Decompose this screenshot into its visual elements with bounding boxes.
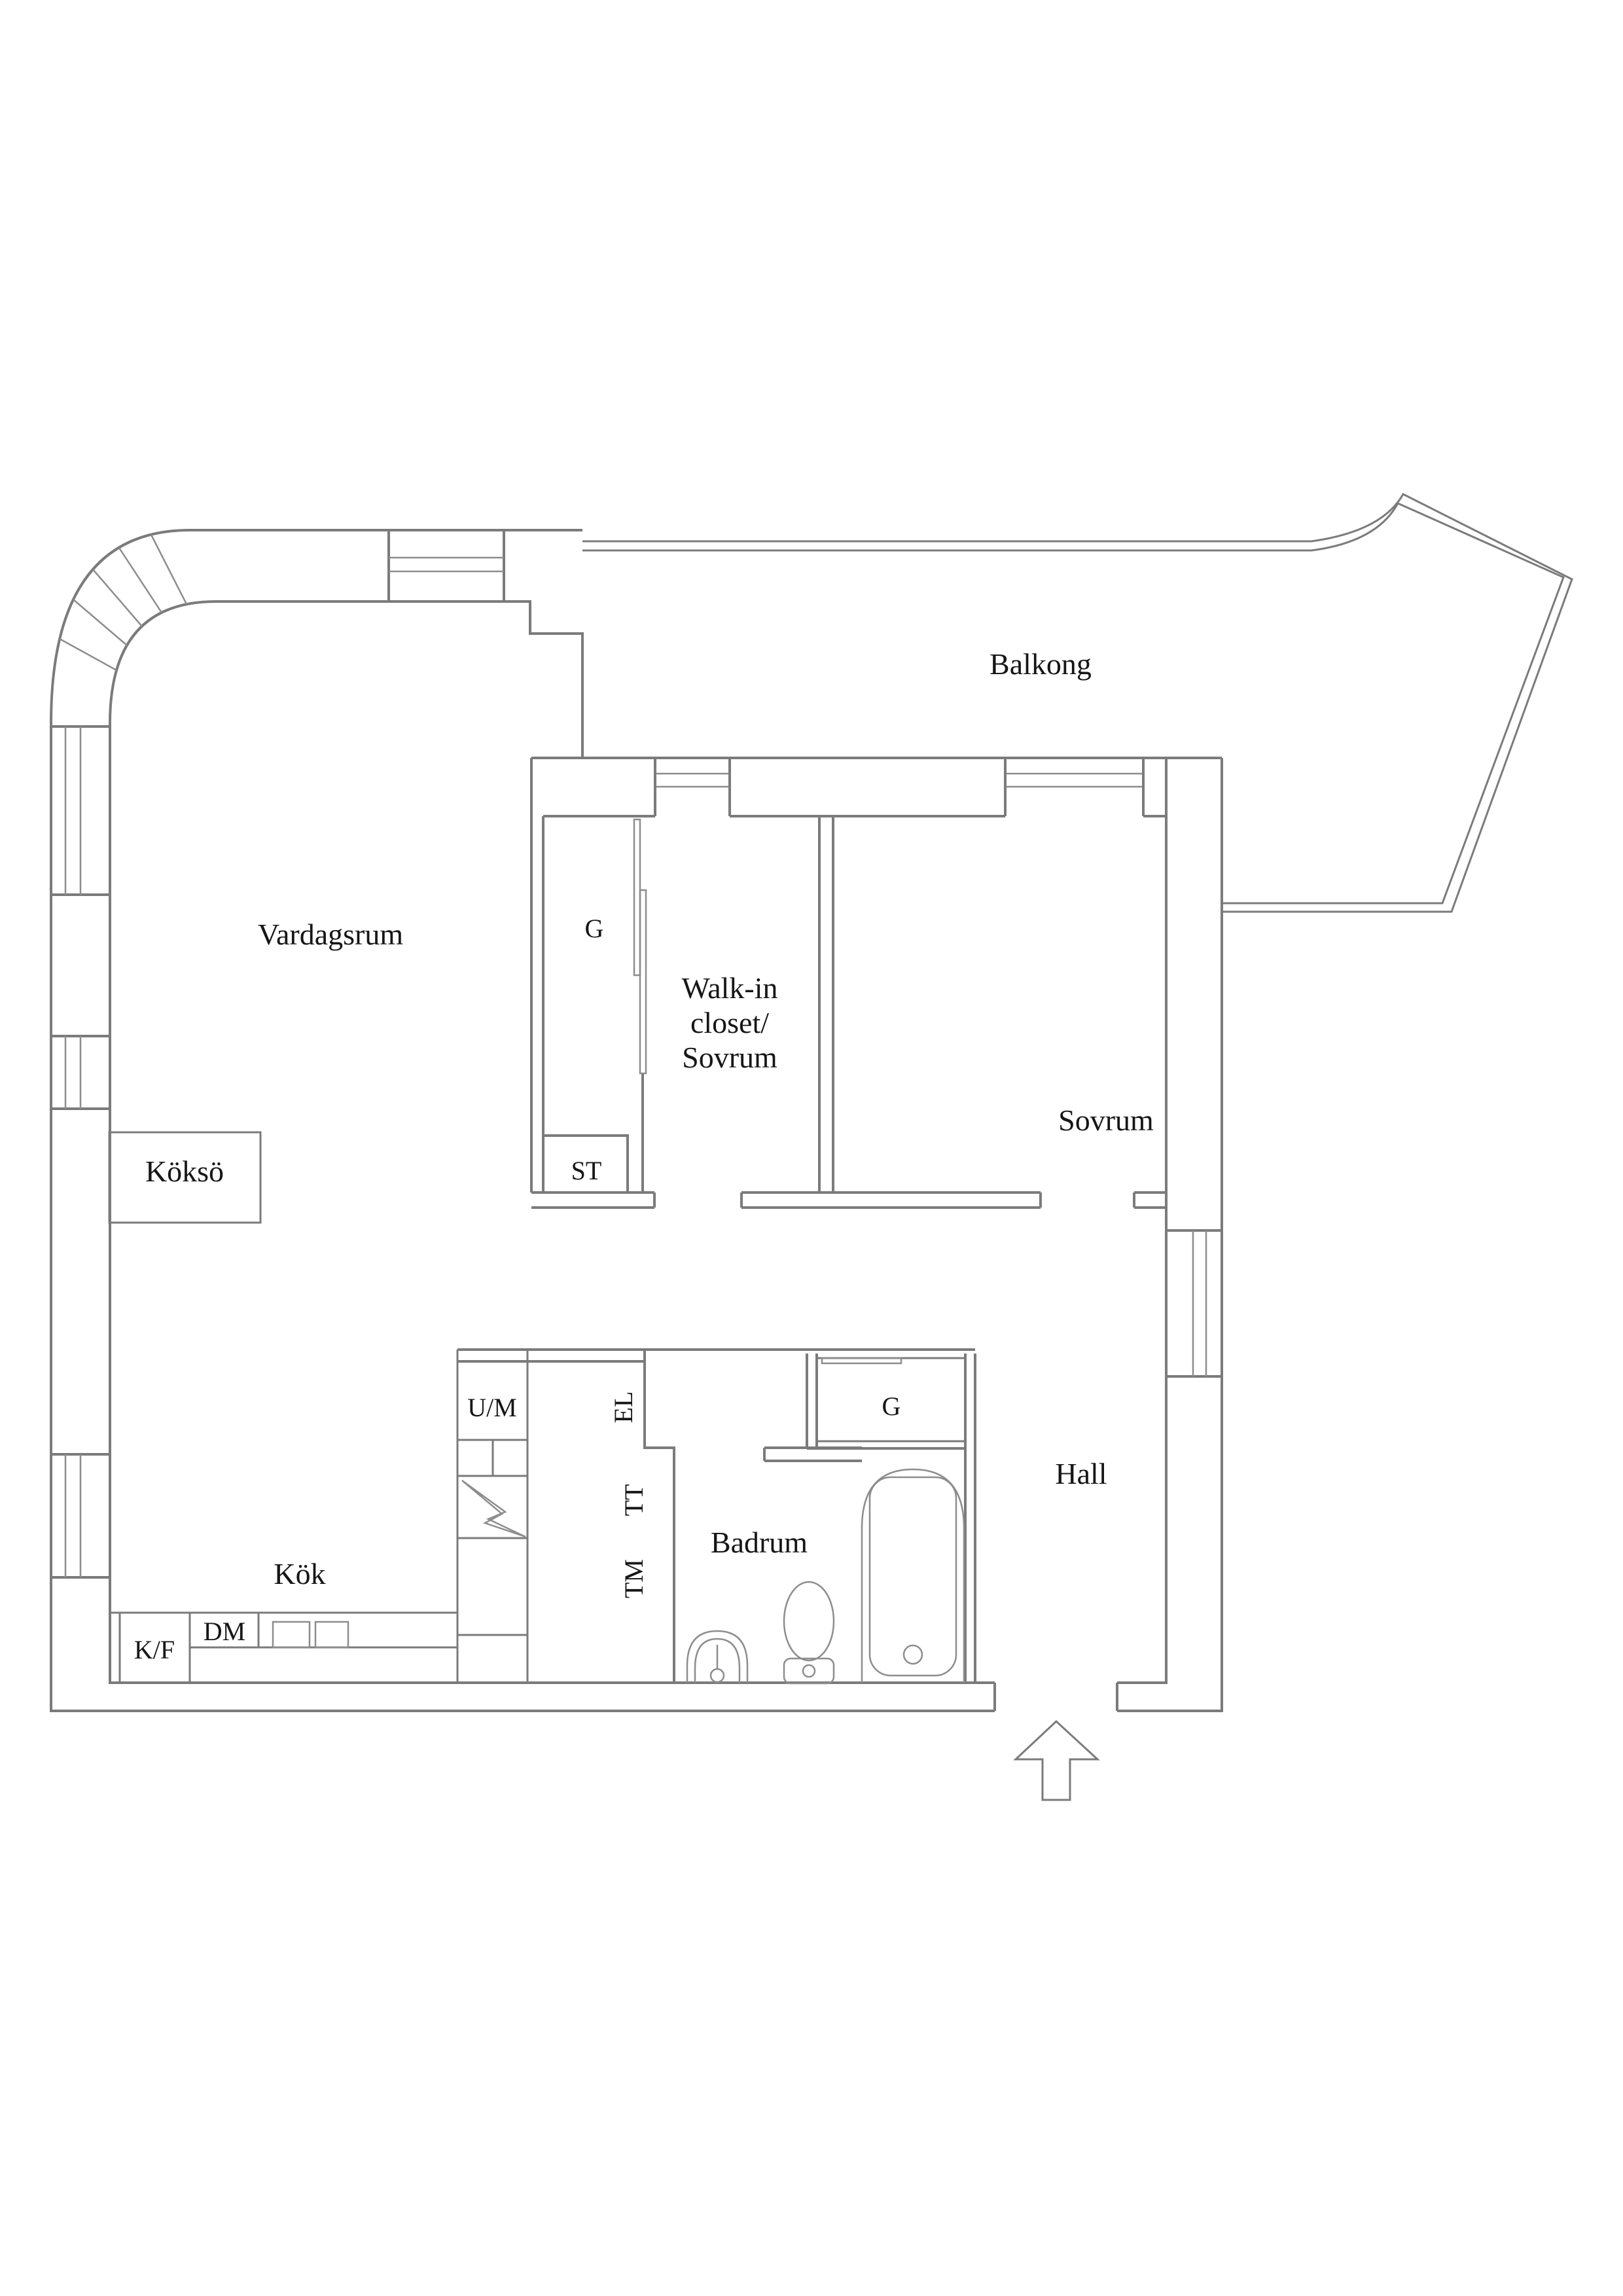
room-label-kok: Kök xyxy=(274,1557,325,1590)
room-label-vardagsrum: Vardagsrum xyxy=(258,918,403,951)
washbasin-drain-icon xyxy=(709,1668,725,1683)
bathtub-outer xyxy=(861,1468,965,1683)
label-wardrobe-badrum: G xyxy=(882,1391,901,1421)
washbasin-outer xyxy=(686,1630,749,1683)
inner-wall-outline xyxy=(109,600,1168,1684)
window-glass-lines xyxy=(64,556,1207,1577)
label-electrical-cabinet: EL xyxy=(609,1391,638,1424)
label-washer-tm: TM xyxy=(619,1559,649,1598)
wardrobe-badrum-door xyxy=(821,1357,902,1365)
window-glazing xyxy=(59,534,1207,1577)
room-label-kokso: Köksö xyxy=(145,1155,224,1188)
room-dividing-walls xyxy=(457,757,1222,1683)
kitchen-counters xyxy=(108,1131,529,1683)
curved-window-hatch xyxy=(59,534,188,672)
outer-wall-outline xyxy=(50,529,1223,1712)
room-labels: Balkong Vardagsrum Walk-in closet/ Sovru… xyxy=(145,647,1154,1590)
label-oven-microwave: U/M xyxy=(467,1393,517,1422)
room-label-hall: Hall xyxy=(1055,1457,1107,1490)
bathtub-inner xyxy=(868,1476,957,1677)
toilet-button xyxy=(802,1664,816,1678)
label-wardrobe-walkin: G xyxy=(585,914,604,943)
room-label-walkin-3: Sovrum xyxy=(682,1041,777,1074)
closet-elements xyxy=(633,818,967,1443)
label-fridge-freezer: K/F xyxy=(134,1635,175,1664)
washbasin-inner xyxy=(694,1638,741,1683)
label-dryer-tt: TT xyxy=(619,1484,649,1516)
balcony-railing xyxy=(582,493,1573,913)
bathroom-fixtures xyxy=(686,1468,965,1685)
kitchen-island-box xyxy=(108,1131,262,1224)
room-label-walkin-1: Walk-in xyxy=(681,971,777,1005)
bathtub-drain-icon xyxy=(902,1644,923,1665)
exterior-walls xyxy=(50,529,1223,1712)
toilet-bowl-icon xyxy=(783,1581,835,1662)
room-label-balkong: Balkong xyxy=(990,647,1092,681)
sink-basin-left xyxy=(272,1621,311,1649)
room-label-walkin-2: closet/ xyxy=(690,1006,769,1039)
sliding-door-1 xyxy=(633,818,641,977)
sink-basin-right xyxy=(314,1621,349,1649)
stove-lightning-icon xyxy=(461,1479,526,1538)
kitchen-counter-lines xyxy=(109,1350,529,1683)
label-closet-st: ST xyxy=(571,1156,602,1185)
fixture-labels: G ST G U/M EL TT TM K/F DM xyxy=(134,914,901,1664)
entrance-arrow-icon xyxy=(1013,1719,1100,1801)
label-dishwasher: DM xyxy=(204,1617,245,1646)
window-caps xyxy=(51,530,1222,1711)
interior-walls xyxy=(457,757,1222,1683)
balcony-inner-rail xyxy=(582,502,1565,905)
sliding-door-2 xyxy=(639,889,647,1075)
balcony-outer-rail xyxy=(582,493,1573,913)
toilet-tank xyxy=(783,1657,835,1685)
room-label-sovrum: Sovrum xyxy=(1058,1103,1154,1137)
room-label-badrum: Badrum xyxy=(711,1526,808,1559)
